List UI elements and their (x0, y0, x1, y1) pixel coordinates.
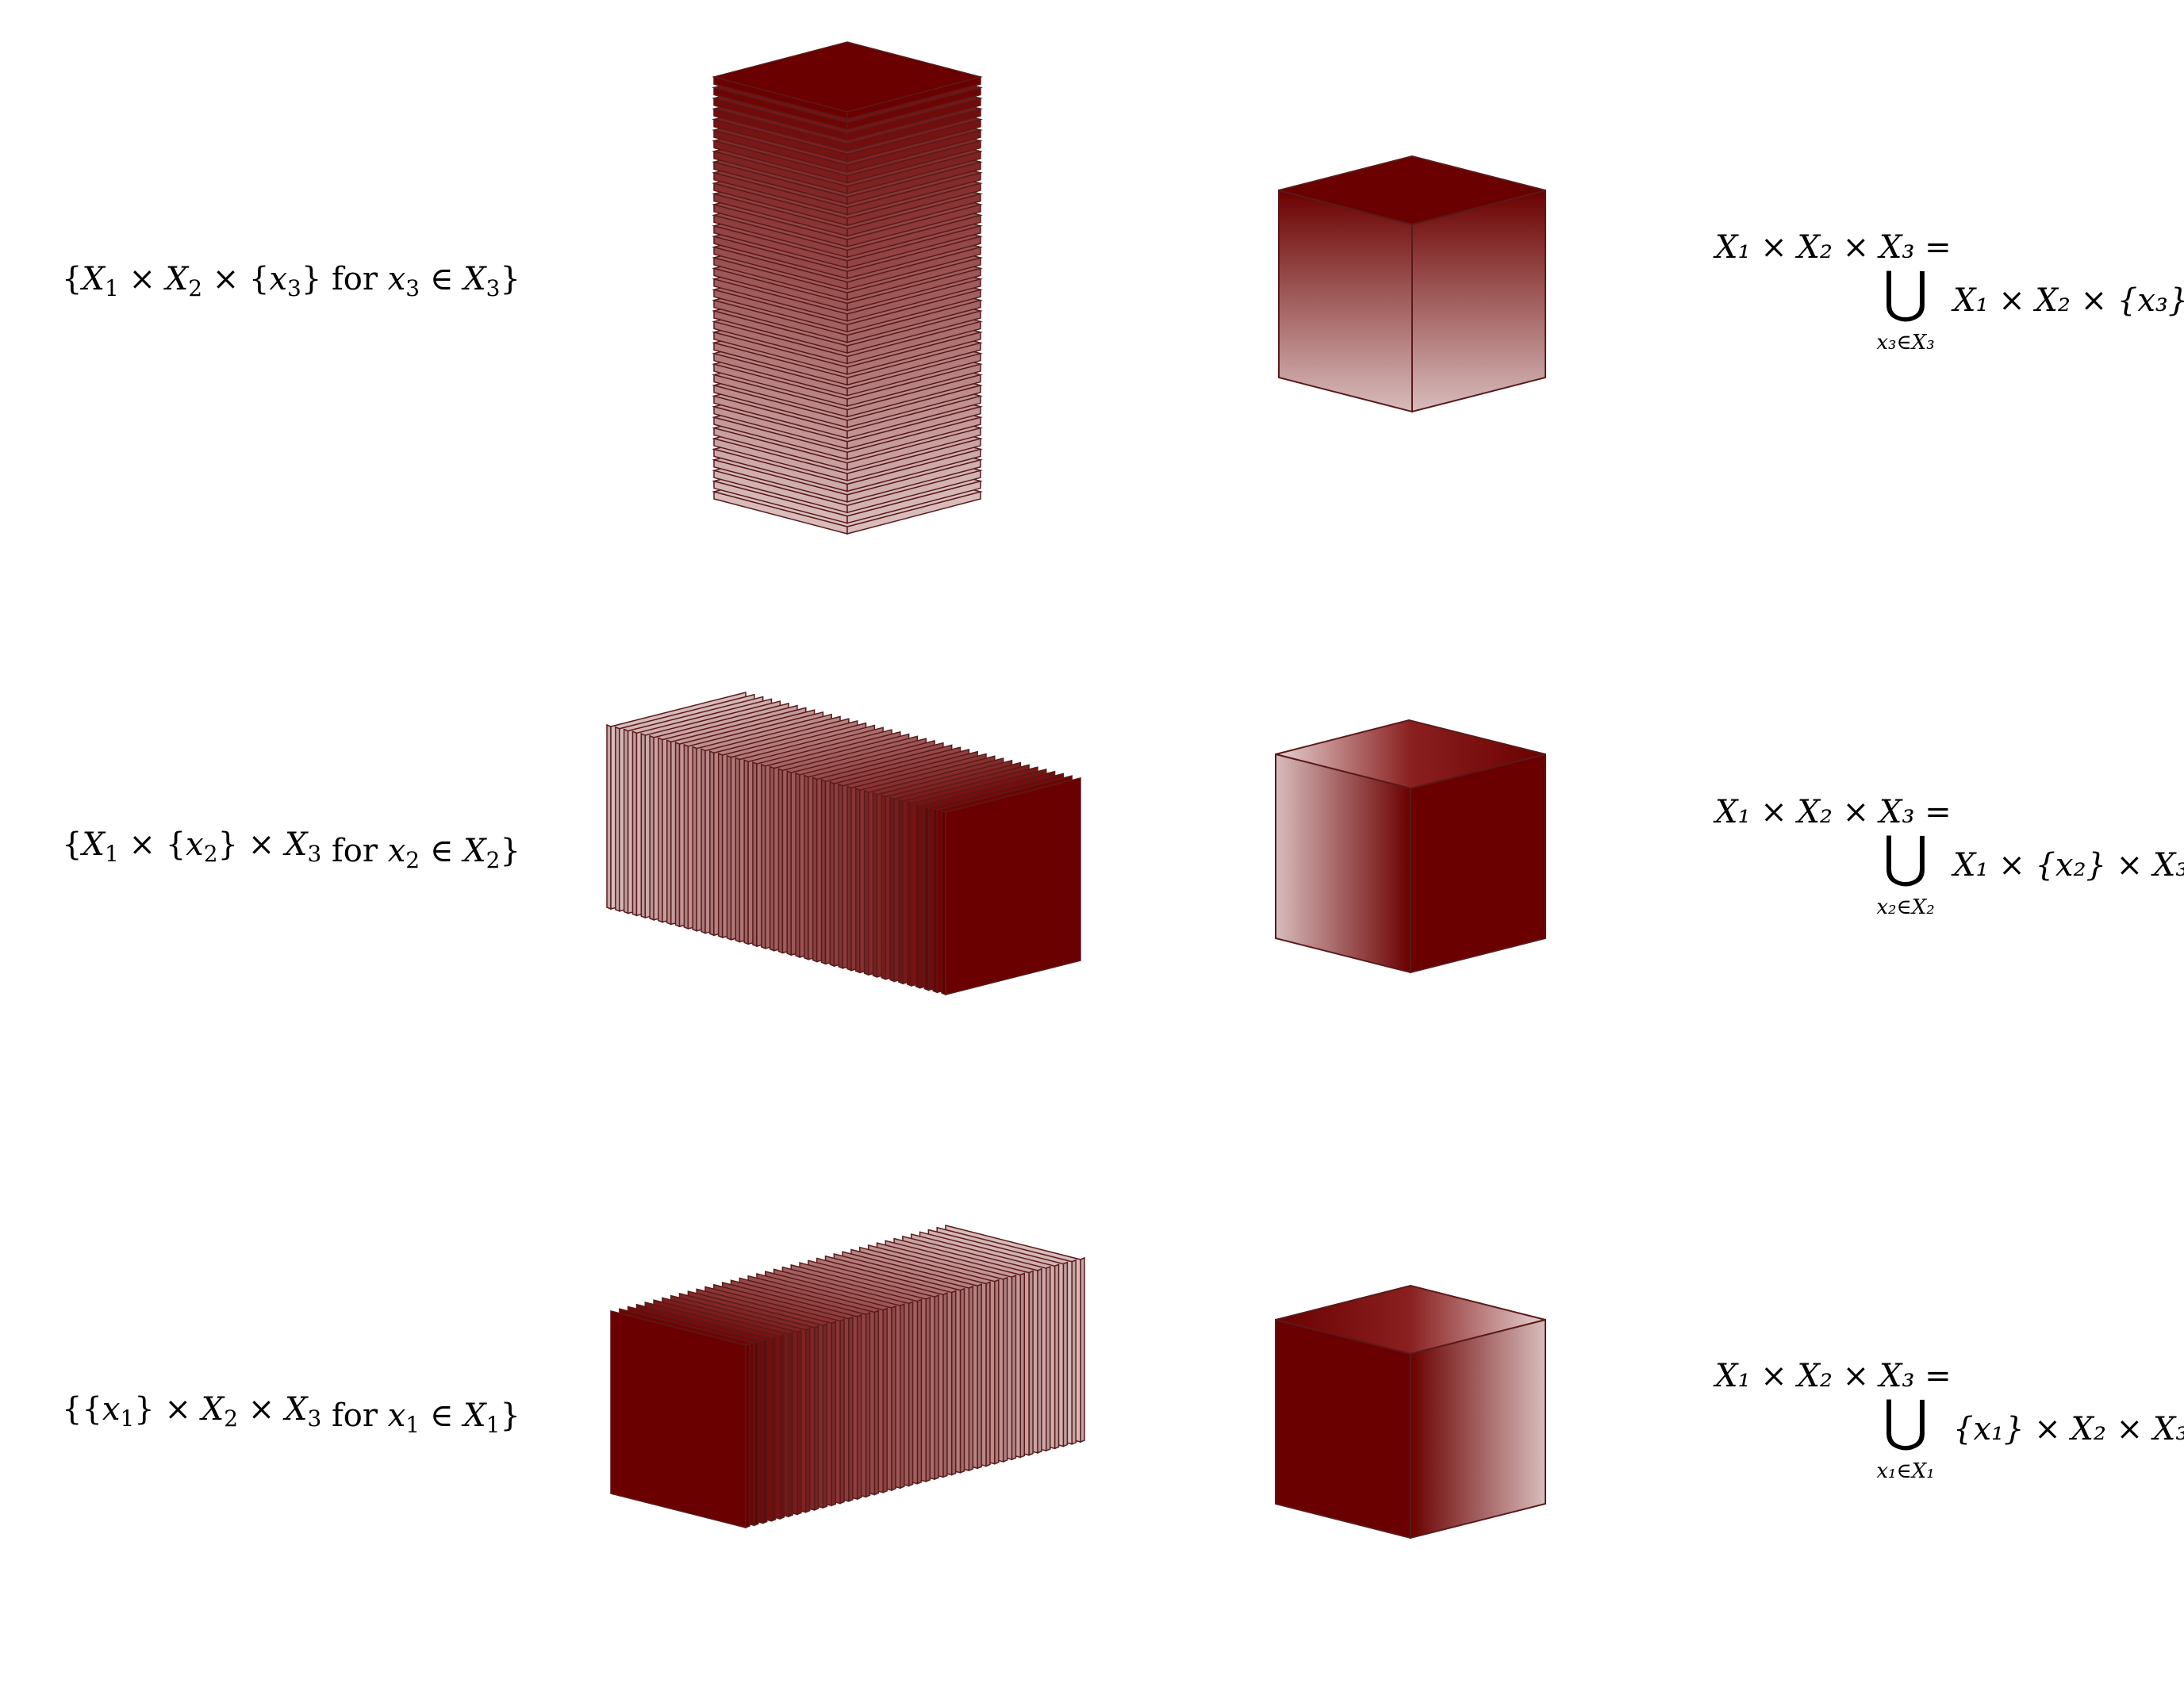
cube-right (1410, 1318, 1546, 1539)
solid-cube-x1 (1275, 1284, 1546, 1539)
solid-cube-x3 (1278, 155, 1546, 413)
row-x3: {X1 × X2 × {x3} for x3 ∈ X3} X₁ × X₂ × X… (62, 41, 2184, 535)
row-label-x1: {{x1} × X2 × X3 for x1 ∈ X1} (62, 1391, 520, 1438)
union-index: x₃∈X₃ (1876, 331, 1934, 355)
union-equation-x3: X₁ × X₂ × X₃ = ⋃ x₃∈X₃ X₁ × X₂ × {x₃} (1713, 229, 2184, 355)
solid-cube-x2 (1275, 719, 1546, 974)
slice-stack-x3 (712, 41, 983, 535)
cube-top (1278, 155, 1546, 226)
row-label-x3: {X1 × X2 × {x3} for x3 ∈ X3} (62, 261, 520, 301)
slice-plate (610, 1310, 747, 1528)
union-equation-x1: X₁ × X₂ × X₃ = ⋃ x₁∈X₁ {x₁} × X₂ × X₃ (1713, 1358, 2184, 1483)
slice-plate (945, 777, 1081, 995)
cube-left (1275, 1318, 1411, 1539)
union-symbol: ⋃ (1883, 259, 1928, 324)
row-x1: {{x1} × X2 × X3 for x1 ∈ X1} X₁ × X₂ × X… (62, 1225, 2184, 1539)
cube-front-right (1411, 189, 1546, 413)
union-index: x₁∈X₁ (1876, 1459, 1934, 1483)
slice-stack-x2 (606, 692, 1081, 996)
union-index: x₂∈X₂ (1876, 895, 1934, 919)
row-label-x2: {X1 × {x2} × X3 for x2 ∈ X2} (62, 826, 520, 873)
equation-lhs: X₁ × X₂ × X₃ = (1713, 229, 1952, 266)
equation-rhs: X₁ × X₂ × {x₃} (1951, 282, 2184, 319)
cube-front-left (1278, 189, 1413, 413)
cube-right (1410, 753, 1546, 974)
union-symbol: ⋃ (1883, 1388, 1928, 1453)
slice-stack-x1 (610, 1225, 1085, 1529)
equation-rhs: {x₁} × X₂ × X₃ (1953, 1411, 2184, 1447)
row-x2: {X1 × {x2} × X3 for x2 ∈ X2} X₁ × X₂ × X… (62, 692, 2184, 996)
slice-plate-top (712, 41, 983, 113)
union-symbol: ⋃ (1883, 824, 1928, 889)
equation-lhs: X₁ × X₂ × X₃ = (1713, 794, 1952, 830)
equation-lhs: X₁ × X₂ × X₃ = (1713, 1358, 1952, 1394)
equation-rhs: X₁ × {x₂} × X₃ (1951, 847, 2184, 884)
cube-left (1275, 753, 1411, 974)
union-equation-x2: X₁ × X₂ × X₃ = ⋃ x₂∈X₂ X₁ × {x₂} × X₃ (1713, 794, 2184, 919)
